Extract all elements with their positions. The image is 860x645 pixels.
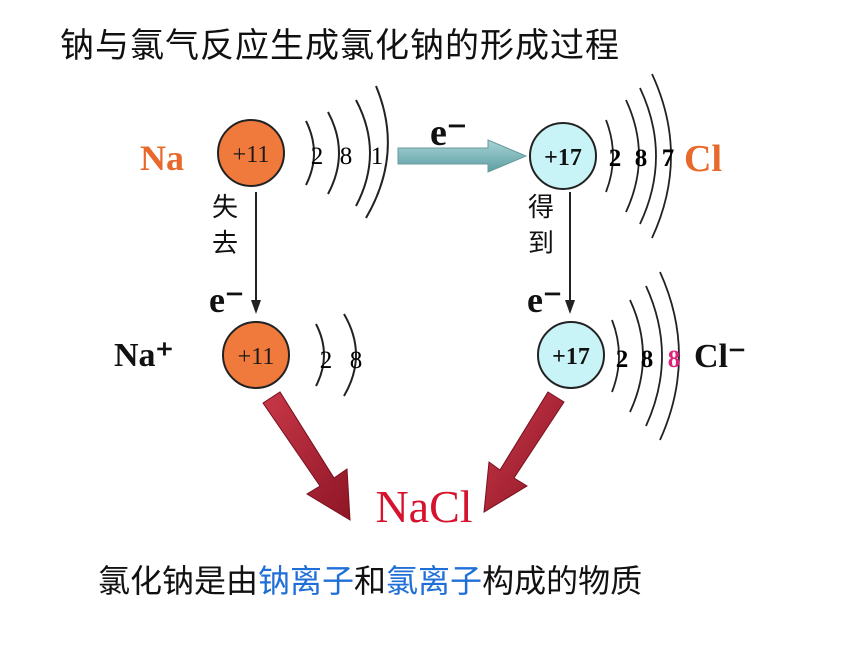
cl-gain-electron-arrow: 得 到 e⁻	[527, 192, 575, 320]
na-ion-nucleus	[222, 321, 290, 389]
cl-ion-shell-1: 2	[616, 346, 629, 373]
lose-label-1: 失	[212, 193, 238, 222]
cl-atom-nucleus-charge: +17	[544, 145, 582, 171]
na-ion-shell-1: 2	[320, 347, 333, 374]
transfer-electron-label: e⁻	[430, 112, 467, 154]
na-atom-shell-1: 2	[311, 143, 324, 170]
cl-ion-nucleus	[537, 321, 605, 389]
cl-atom-shell-arcs	[605, 73, 672, 239]
cl-atom-nucleus	[529, 122, 597, 190]
cl-ion-shell-3: 8	[668, 346, 681, 373]
cl-atom-shell-2: 8	[635, 145, 648, 172]
cl-ion: +17 2 8 8 Cl⁻	[537, 271, 746, 441]
electron-transfer-arrow: e⁻	[397, 112, 528, 173]
conclusion-part-1: 氯化钠是由	[98, 562, 259, 600]
page-title: 钠与氯气反应生成氯化钠的形成过程	[60, 26, 620, 66]
conclusion-sodium-ion: 钠离子	[258, 562, 355, 600]
cl-atom-shell-1: 2	[609, 145, 622, 172]
na-ion-to-nacl-arrow	[262, 391, 351, 521]
gain-label-2: 到	[528, 229, 554, 258]
cl-ion-nucleus-charge: +17	[552, 344, 590, 370]
na-lose-electron-arrow: 失 去 e⁻	[209, 192, 261, 320]
cl-ion-shell-2: 8	[641, 346, 654, 373]
gain-electron-label: e⁻	[527, 280, 562, 320]
na-atom-shell-3: 1	[371, 143, 384, 170]
conclusion-part-3: 构成的物质	[482, 562, 643, 600]
cl-ion-to-nacl-arrow	[483, 391, 565, 513]
na-atom-nucleus	[217, 119, 285, 187]
na-atom-shell-2: 8	[340, 143, 353, 170]
na-ion-shell-2: 8	[350, 347, 363, 374]
na-atom-shell-arcs	[305, 85, 389, 219]
na-ion-shell-arcs	[315, 313, 357, 397]
cl-atom-label: Cl	[684, 138, 722, 180]
na-atom-nucleus-charge: +11	[233, 142, 270, 168]
cl-ion-label: Cl⁻	[694, 338, 746, 375]
cl-atom: +17 2 8 7 Cl	[529, 73, 722, 239]
cl-ion-shell-arcs	[611, 271, 680, 441]
conclusion-part-2: 和	[354, 562, 387, 600]
cl-atom-shell-3: 7	[662, 145, 675, 172]
lose-electron-label: e⁻	[209, 280, 244, 320]
na-atom: Na +11 2 8 1	[140, 85, 389, 219]
conclusion-text: 氯化钠是由钠离子和氯离子构成的物质	[98, 556, 642, 602]
gain-label-1: 得	[528, 193, 554, 222]
na-ion: Na⁺ +11 2 8	[114, 313, 363, 397]
lose-label-2: 去	[212, 229, 238, 258]
conclusion-chloride-ion: 氯离子	[386, 562, 483, 600]
na-ion-nucleus-charge: +11	[238, 344, 275, 370]
product-formula: NaCl	[375, 481, 472, 532]
na-ion-label: Na⁺	[114, 337, 174, 374]
na-atom-label: Na	[140, 138, 184, 178]
